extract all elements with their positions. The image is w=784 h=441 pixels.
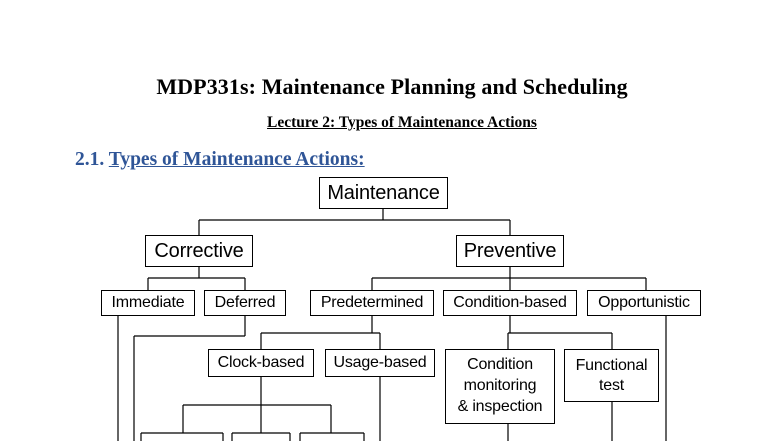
node-functional-test-line1: Functional <box>575 356 648 374</box>
node-preventive: Preventive <box>456 235 564 267</box>
node-condition-based: Condition-based <box>443 290 577 316</box>
node-maintenance: Maintenance <box>319 177 448 209</box>
node-usage-based: Usage-based <box>325 349 435 377</box>
section-heading: 2.1. Types of Maintenance Actions: <box>75 149 365 171</box>
node-clock-based: Clock-based <box>208 349 314 377</box>
node-condition-monitoring: Condition monitoring & inspection <box>445 349 555 424</box>
node-functional-test: Functional test <box>564 349 659 402</box>
lecture-subtitle: Lecture 2: Types of Maintenance Actions <box>267 114 537 131</box>
node-immediate: Immediate <box>101 290 195 316</box>
node-deferred: Deferred <box>204 290 286 316</box>
node-corrective: Corrective <box>145 235 253 267</box>
node-condition-monitoring-line1: Condition <box>467 356 533 374</box>
node-opportunistic: Opportunistic <box>587 290 701 316</box>
section-number: 2.1. <box>75 149 105 170</box>
node-condition-monitoring-line3: & inspection <box>457 397 543 415</box>
node-predetermined: Predetermined <box>310 290 434 316</box>
node-condition-monitoring-line2: monitoring <box>463 377 537 395</box>
section-heading-link[interactable]: Types of Maintenance Actions: <box>108 149 365 170</box>
node-functional-test-line2: test <box>599 376 624 394</box>
document-title: MDP331s: Maintenance Planning and Schedu… <box>156 74 628 99</box>
